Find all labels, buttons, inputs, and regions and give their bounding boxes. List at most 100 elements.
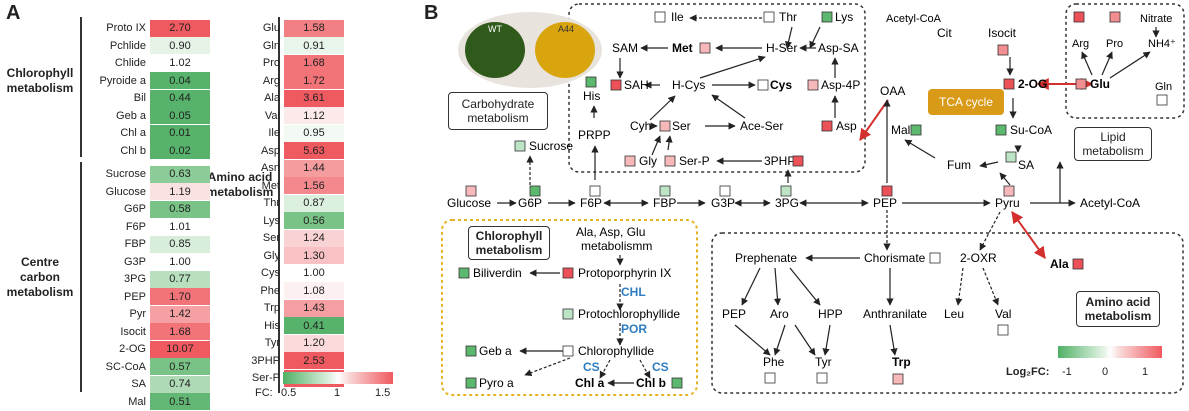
fc-square-og	[1003, 78, 1015, 90]
node-label-pg3: 3PG	[775, 196, 799, 210]
heatmap-row: Glu 1.58	[214, 19, 344, 37]
fc-square-chlb	[671, 377, 683, 389]
pathway-arrow	[794, 324, 816, 356]
heatmap-row-label: Phe	[260, 284, 280, 297]
node-label-php: 3PHP	[764, 154, 795, 168]
heatmap-cell: 0.05	[150, 107, 210, 124]
heatmap-row-label: Ala	[264, 92, 280, 104]
node-label-leu: Leu	[944, 307, 964, 321]
photo-wt-culture	[465, 22, 525, 78]
heatmap-cell: 0.95	[284, 124, 344, 142]
group-label-amino: Amino acid metabolism	[206, 170, 274, 199]
node-label-pyroa: Pyro a	[479, 376, 514, 390]
group-label-centre: Centre carbon metabolism	[6, 255, 74, 299]
heatmap-cell: 1.08	[284, 282, 344, 299]
pathway-arrow	[979, 161, 999, 169]
node-label-nitrate: Nitrate	[1140, 13, 1172, 25]
node-label-pyru: Pyru	[995, 196, 1020, 210]
heatmap-row-label: Glu	[262, 22, 280, 34]
heatmap-row-label: FBP	[124, 238, 146, 250]
fc-square-sucoa	[995, 124, 1007, 136]
node-label-sa: SA	[1018, 158, 1034, 172]
pathway-arrow	[665, 135, 673, 151]
heatmap-row-label: G6P	[123, 203, 146, 215]
pathway-arrow	[979, 211, 1001, 251]
node-label-serp: Ser-P	[679, 154, 710, 168]
heatmap-row-label: Lys	[263, 214, 280, 227]
heatmap-row-label: Val	[264, 109, 280, 122]
legend-tick-mid: 1	[334, 387, 341, 399]
panel-b-letter: B	[424, 2, 439, 24]
fc-square-phe	[764, 372, 776, 384]
fc-square-ser	[659, 120, 671, 132]
heatmap-cell: 0.57	[150, 358, 210, 375]
legend-colorbar-b	[1058, 346, 1162, 358]
node-label-cit: Cit	[937, 26, 952, 40]
node-label-gly: Gly	[639, 154, 657, 168]
heatmap-row-label: PEP	[123, 290, 146, 303]
heatmap-row-label: 3PG	[123, 273, 146, 285]
node-label-hcys: H-Cys	[672, 78, 705, 92]
heatmap-cell: 0.02	[150, 142, 210, 159]
fc-square-biliverdin	[458, 267, 470, 279]
fc-square-ala	[1072, 258, 1084, 270]
lipid-metabolism-box: Lipid metabolism	[1074, 127, 1152, 161]
fc-square-trp	[892, 373, 904, 385]
heatmap-row-label: Pchlide	[109, 39, 146, 52]
fc-square-protoporphyrin	[562, 267, 574, 279]
heatmap-cell: 1.70	[150, 288, 210, 305]
heatmap-cell: 1.58	[284, 19, 344, 37]
heatmap-cell: 0.41	[284, 317, 344, 334]
heatmap-cell: 2.53	[284, 352, 344, 369]
node-label-chla: Chl a	[575, 376, 605, 390]
pathway-arrow	[889, 324, 898, 356]
node-label-sucoa: Su-CoA	[1010, 123, 1052, 137]
heatmap-row: Phe 1.08	[214, 282, 344, 300]
pathway-arrow	[1109, 51, 1151, 79]
tca-cycle-box: TCA cycle	[928, 89, 1004, 115]
fc-square-asp4p	[807, 79, 819, 91]
fc-square-ile	[654, 11, 666, 23]
legend-b-tick-neg: -1	[1062, 366, 1072, 378]
node-label-pep2: PEP	[722, 307, 746, 321]
node-label-cyh: Cyh	[630, 119, 651, 133]
node-label-geba: Geb a	[479, 344, 512, 358]
pathway-arrow	[809, 26, 821, 49]
heatmap-cell: 1.42	[150, 305, 210, 323]
fc-square-val	[997, 324, 1009, 336]
node-label-g6p: G6P	[518, 196, 542, 210]
node-label-chlorophyllide: Chlorophyllide	[578, 344, 654, 358]
node-label-ile: Ile	[671, 10, 684, 24]
legend-tick-low: 0.5	[281, 387, 297, 399]
fc-square-f6p	[589, 185, 601, 197]
fc-square-gly	[624, 155, 636, 167]
pathway-arrow	[904, 139, 936, 159]
fc-square-geba	[465, 345, 477, 357]
heatmap-row-label: Proto IX	[106, 22, 146, 34]
carbohydrate-metabolism-box: Carbohydrate metabolism	[448, 92, 548, 130]
pathway-arrow	[524, 357, 571, 377]
enzyme-label-chl: CHL	[621, 285, 646, 299]
fc-square-isocit	[997, 44, 1009, 56]
heatmap-cell: 5.63	[284, 142, 344, 159]
node-label-isocit: Isocit	[988, 26, 1017, 40]
heatmap-row-label: Gly	[263, 249, 281, 262]
pathway-arrow	[773, 267, 782, 306]
heatmap-row-label: Chl b	[120, 144, 146, 157]
node-label-prephenate: Prephenate	[735, 251, 797, 265]
